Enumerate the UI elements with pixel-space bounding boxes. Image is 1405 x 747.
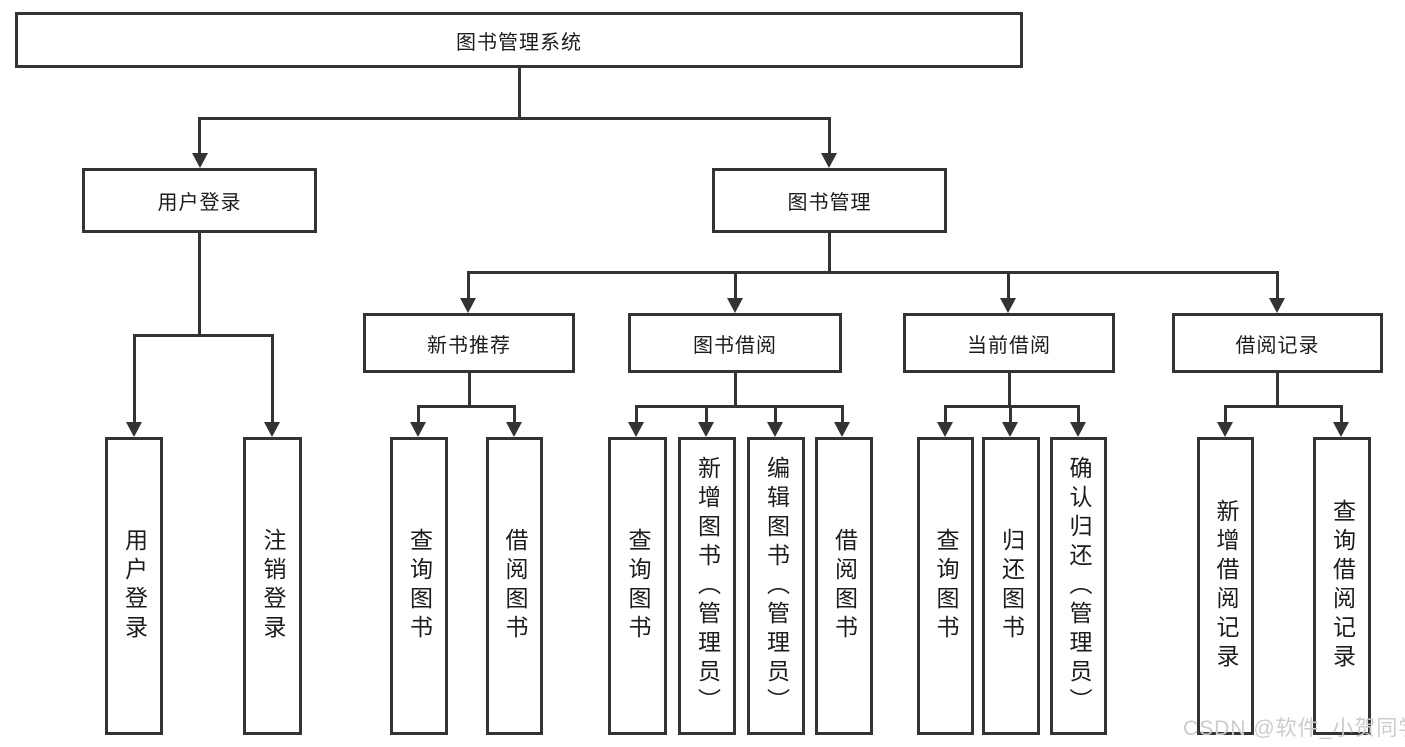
node-label: 借阅记录 — [1235, 334, 1320, 357]
node-label: 用户登录 — [157, 192, 242, 214]
arrow-down-icon — [506, 422, 522, 437]
csdn-watermark: CSDN @软件_小贺同学 — [1183, 717, 1405, 740]
connector-branch — [1224, 405, 1342, 408]
arrow-down-icon — [937, 422, 953, 437]
node-label: 归还图书 — [998, 528, 1025, 644]
arrow-down-icon — [1070, 422, 1086, 437]
leaf-edit-book-admin: 编辑图书（管理员） — [747, 437, 805, 735]
node-label: 注销登录 — [260, 528, 286, 644]
arrow-down-icon — [834, 422, 850, 437]
connector-drop — [1077, 405, 1080, 423]
connector-stub — [1276, 373, 1279, 408]
node-label: 查询借阅记录 — [1329, 499, 1356, 673]
arrow-down-icon — [727, 298, 743, 313]
connector-stub — [734, 373, 737, 408]
connector-stub — [1008, 373, 1011, 408]
leaf-logout: 注销登录 — [243, 437, 302, 735]
node-new-book-recommendation: 新书推荐 — [363, 313, 575, 373]
connector-stub — [198, 233, 201, 336]
arrow-down-icon — [410, 422, 426, 437]
connector-branch — [944, 405, 1080, 408]
connector-branch — [417, 405, 516, 408]
node-library-management-system: 图书管理系统 — [15, 12, 1023, 68]
node-label: 图书管理 — [787, 192, 872, 214]
node-label: 借阅图书 — [502, 528, 528, 644]
node-label: 编辑图书（管理员） — [763, 455, 790, 717]
leaf-add-borrow-record: 新增借阅记录 — [1197, 437, 1254, 735]
connector-drop — [828, 117, 831, 154]
node-label: 图书管理系统 — [456, 31, 582, 54]
node-borrowing-records: 借阅记录 — [1172, 313, 1383, 373]
node-book-borrowing: 图书借阅 — [628, 313, 842, 373]
arrow-down-icon — [767, 422, 783, 437]
leaf-borrow-books: 借阅图书 — [815, 437, 873, 735]
node-label: 图书借阅 — [693, 334, 777, 357]
leaf-query-books: 查询图书 — [917, 437, 974, 735]
leaf-query-books: 查询图书 — [390, 437, 448, 735]
leaf-query-books: 查询图书 — [608, 437, 667, 735]
leaf-add-book-admin: 新增图书（管理员） — [678, 437, 736, 735]
node-label: 当前借阅 — [967, 334, 1051, 357]
arrow-down-icon — [628, 422, 644, 437]
connector-stub — [828, 233, 831, 274]
arrow-down-icon — [698, 422, 714, 437]
connector-drop — [271, 334, 274, 423]
leaf-user-login: 用户登录 — [105, 437, 163, 735]
node-label: 新增借阅记录 — [1213, 499, 1239, 673]
connector-branch-level2 — [198, 117, 831, 120]
node-book-management: 图书管理 — [712, 168, 947, 233]
node-label: 查询图书 — [406, 528, 433, 644]
node-label: 查询图书 — [933, 528, 959, 644]
connector-drop — [513, 405, 516, 423]
connector-drop — [417, 405, 420, 423]
connector-drop — [635, 405, 638, 423]
connector-drop — [705, 405, 708, 423]
connector-stub — [468, 373, 471, 408]
leaf-confirm-return-admin: 确认归还（管理员） — [1050, 437, 1107, 735]
connector-drop — [198, 117, 201, 154]
arrow-down-icon — [1333, 422, 1349, 437]
node-user-login: 用户登录 — [82, 168, 317, 233]
leaf-borrow-books: 借阅图书 — [486, 437, 543, 735]
arrow-down-icon — [821, 153, 837, 168]
connector-drop — [1007, 271, 1010, 299]
connector-drop — [774, 405, 777, 423]
leaf-query-borrow-record: 查询借阅记录 — [1313, 437, 1371, 735]
leaf-return-books: 归还图书 — [982, 437, 1040, 735]
node-label: 新增图书（管理员） — [694, 455, 721, 717]
node-label: 确认归还（管理员） — [1066, 455, 1092, 717]
arrow-down-icon — [264, 422, 280, 437]
node-label: 借阅图书 — [831, 528, 858, 644]
connector-trunk — [518, 68, 521, 118]
connector-drop — [841, 405, 844, 423]
arrow-down-icon — [1002, 422, 1018, 437]
connector-drop — [734, 271, 737, 299]
node-label: 新书推荐 — [427, 334, 511, 357]
connector-drop — [944, 405, 947, 423]
connector-drop — [1340, 405, 1343, 423]
node-label: 用户登录 — [121, 528, 148, 644]
node-label: 查询图书 — [625, 528, 651, 644]
connector-branch — [635, 405, 844, 408]
arrow-down-icon — [1269, 298, 1285, 313]
connector-drop — [467, 271, 470, 299]
arrow-down-icon — [192, 153, 208, 168]
node-current-borrowing: 当前借阅 — [903, 313, 1115, 373]
connector-drop — [1009, 405, 1012, 423]
connector-drop — [1224, 405, 1227, 423]
connector-branch-level3 — [467, 271, 1279, 274]
arrow-down-icon — [1217, 422, 1233, 437]
arrow-down-icon — [126, 422, 142, 437]
connector-branch-user-login — [133, 334, 274, 337]
arrow-down-icon — [1000, 298, 1016, 313]
connector-drop — [1276, 271, 1279, 299]
connector-drop — [133, 334, 136, 423]
arrow-down-icon — [460, 298, 476, 313]
